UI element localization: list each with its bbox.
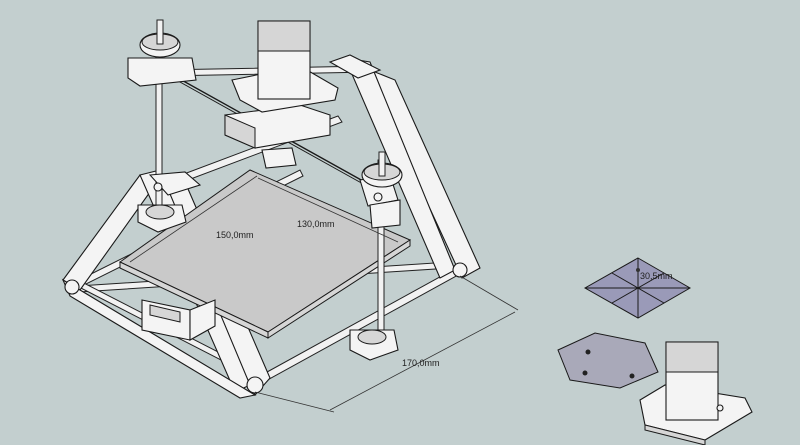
gear-left [139, 19, 181, 58]
dim-150 [129, 175, 258, 263]
depth-dimension-label: 130,0mm [297, 219, 335, 229]
dim-170 [254, 275, 519, 413]
z-nut-right [349, 329, 399, 361]
y-carriage [141, 299, 216, 341]
width-dimension-label: 150,0mm [216, 230, 254, 240]
right-frame [328, 54, 481, 279]
base-dimension-label: 170,0mm [402, 358, 440, 368]
extruder-part [639, 341, 753, 445]
bed-plate [119, 169, 412, 339]
z-nut-left [137, 204, 187, 233]
gear-right [361, 151, 403, 188]
cut-plate-part [583, 257, 692, 319]
x-carriage [224, 20, 339, 149]
hex-plate-part [557, 332, 659, 389]
small-part-dimension-label: 30,5mm [640, 271, 673, 281]
dim-130 [257, 177, 399, 243]
